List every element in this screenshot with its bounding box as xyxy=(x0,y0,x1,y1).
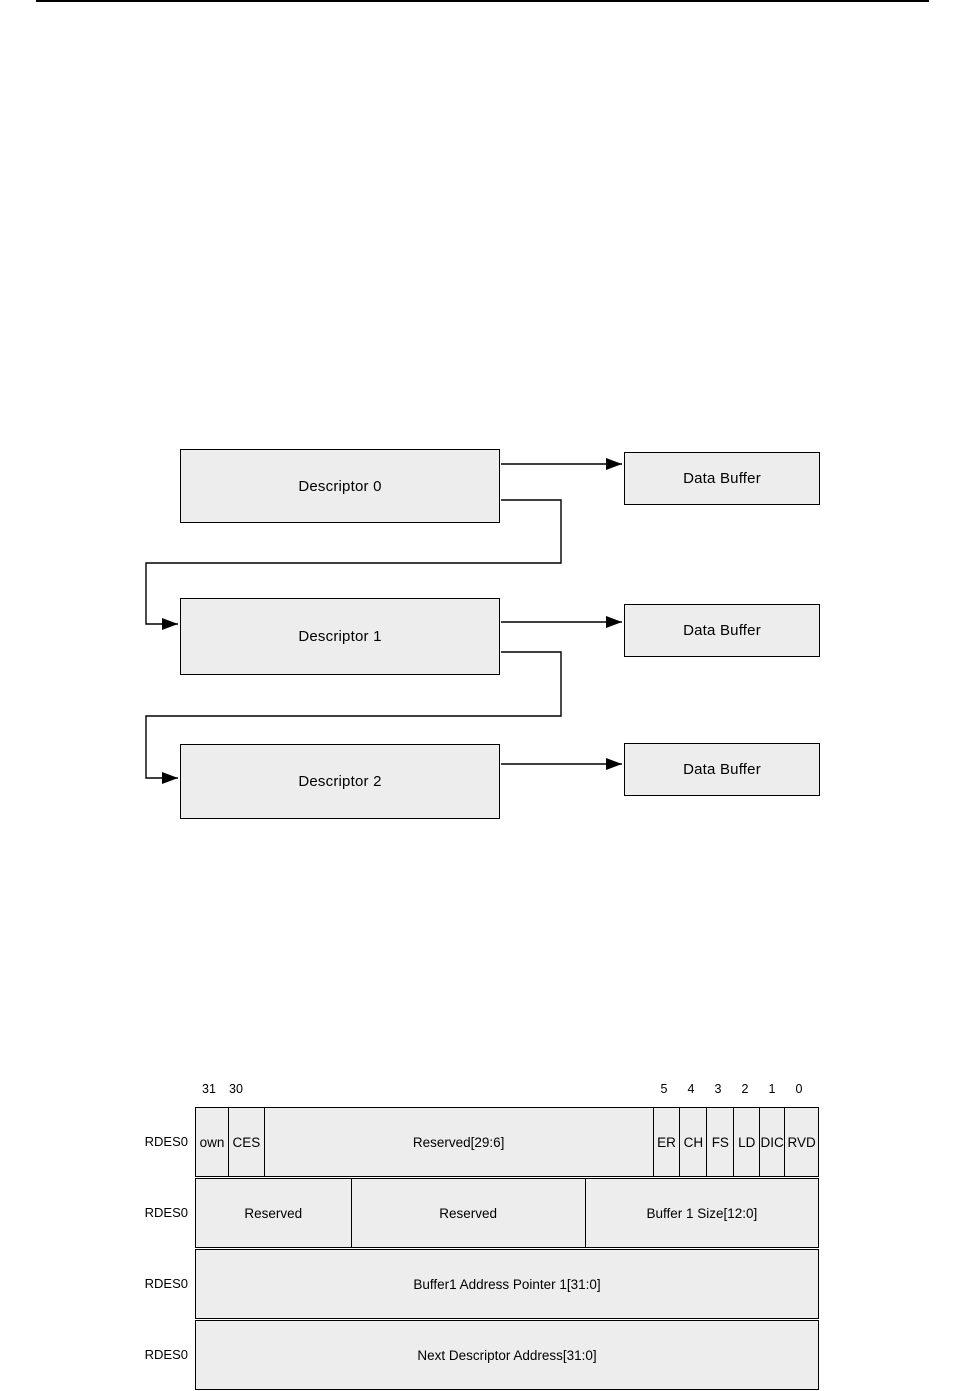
data-buffer-1-box: Data Buffer xyxy=(624,604,820,657)
field-dic: DIC xyxy=(760,1108,786,1176)
bit-label-4: 4 xyxy=(687,1082,695,1096)
data-buffer-0-label: Data Buffer xyxy=(683,470,761,487)
field-er: ER xyxy=(653,1108,681,1176)
descriptor-0-label: Descriptor 0 xyxy=(298,477,382,495)
bit-label-1: 1 xyxy=(768,1082,776,1096)
bit-label-31: 31 xyxy=(202,1082,216,1096)
bit-label-5: 5 xyxy=(660,1082,668,1096)
field-own: own xyxy=(196,1108,229,1176)
register-table: own CES Reserved[29:6] ER CH FS LD DIC R… xyxy=(195,1107,819,1390)
descriptor-2-label: Descriptor 2 xyxy=(298,773,382,790)
bit-label-30: 30 xyxy=(229,1082,243,1096)
field-next-descriptor-address: Next Descriptor Address[31:0] xyxy=(196,1321,818,1389)
field-buffer1-size: Buffer 1 Size[12:0] xyxy=(585,1179,818,1247)
data-buffer-2-box: Data Buffer xyxy=(624,743,820,796)
field-rvd: RVD xyxy=(785,1108,819,1176)
descriptor-1-label: Descriptor 1 xyxy=(298,628,382,645)
page-header-rule xyxy=(36,0,929,2)
register-row-1: Reserved Reserved Buffer 1 Size[12:0] xyxy=(195,1178,819,1248)
row-label-rdes0-word3: RDES0 xyxy=(144,1347,188,1362)
field-reserved-29-6: Reserved[29:6] xyxy=(264,1108,654,1176)
field-buffer1-address-pointer: Buffer1 Address Pointer 1[31:0] xyxy=(196,1250,818,1318)
register-row-0: own CES Reserved[29:6] ER CH FS LD DIC R… xyxy=(195,1107,819,1177)
field-fs: FS xyxy=(707,1108,735,1176)
row-label-rdes0-word2: RDES0 xyxy=(144,1276,188,1291)
field-ch: CH xyxy=(680,1108,708,1176)
bit-label-0: 0 xyxy=(795,1082,803,1096)
descriptor-1-box: Descriptor 1 xyxy=(180,598,500,675)
descriptor-0-box: Descriptor 0 xyxy=(180,449,500,523)
data-buffer-2-label: Data Buffer xyxy=(683,761,761,778)
row-label-rdes0-word0: RDES0 xyxy=(144,1134,188,1149)
register-row-3: Next Descriptor Address[31:0] xyxy=(195,1320,819,1390)
descriptor-2-box: Descriptor 2 xyxy=(180,744,500,819)
field-reserved-b: Reserved xyxy=(351,1179,586,1247)
bit-label-2: 2 xyxy=(741,1082,749,1096)
data-buffer-1-label: Data Buffer xyxy=(683,622,761,639)
field-reserved-a: Reserved xyxy=(196,1179,352,1247)
field-ld: LD xyxy=(734,1108,761,1176)
field-ces: CES xyxy=(228,1108,265,1176)
data-buffer-0-box: Data Buffer xyxy=(624,452,820,505)
row-label-rdes0-word1: RDES0 xyxy=(144,1205,188,1220)
register-row-2: Buffer1 Address Pointer 1[31:0] xyxy=(195,1249,819,1319)
bit-label-3: 3 xyxy=(714,1082,722,1096)
